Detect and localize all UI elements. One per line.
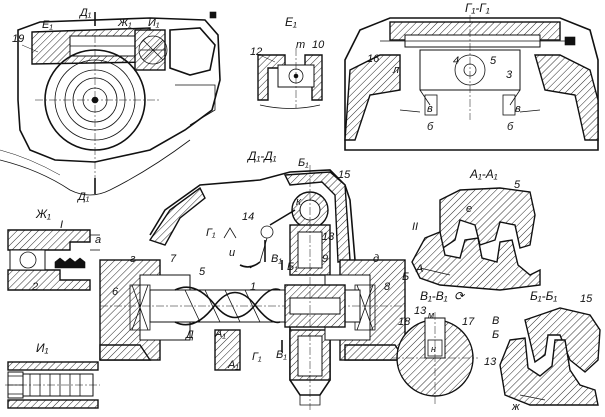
- detail-i1: И₁: [5, 341, 100, 409]
- marker-v1-top: В₁: [271, 253, 282, 265]
- label-m: м: [428, 310, 434, 320]
- label-part-16: 16: [367, 53, 380, 65]
- label-part-13: 13: [414, 305, 427, 317]
- label-part-5: 5: [199, 266, 206, 278]
- label-part-8: 8: [384, 281, 391, 293]
- label-part-5: 5: [514, 179, 521, 191]
- marker-a1-left: А₁: [214, 328, 226, 340]
- label-part-6: 6: [112, 286, 119, 298]
- label-I: I: [60, 219, 63, 231]
- label-m: m: [296, 39, 305, 51]
- section-b1: Б₁-Б₁ 15 В Б 13 ж: [484, 289, 601, 413]
- title-zh1: Ж₁: [35, 207, 51, 221]
- section-v1: В₁-В₁ ⟳ 18 13 м 17 н: [392, 289, 478, 405]
- label-b-right: б: [507, 121, 514, 133]
- title-e1: Е₁: [285, 15, 297, 29]
- label-v-right: в: [515, 103, 521, 115]
- rotate-glyph: ⟳: [454, 289, 466, 303]
- label-part-13: 13: [322, 231, 335, 243]
- label-part-1: 1: [250, 281, 256, 293]
- marker-b1-mid: Б₁: [287, 261, 298, 273]
- label-b-left: б: [427, 121, 434, 133]
- marker-a1-bottom: А₁: [227, 359, 239, 371]
- title-g1: Г₁-Г₁: [465, 1, 490, 15]
- label-D: Д: [184, 329, 194, 341]
- label-g: г: [130, 253, 136, 265]
- label-part-14: 14: [242, 211, 254, 223]
- label-part-2: 2: [31, 281, 38, 293]
- label-part-13: 13: [484, 356, 497, 368]
- label-n: н: [431, 344, 436, 354]
- label-part-5: 5: [490, 55, 497, 67]
- label-V: В: [492, 315, 499, 327]
- label-B: Б: [492, 329, 499, 341]
- label-part-4: 4: [453, 55, 459, 67]
- title-i1: И₁: [36, 341, 49, 355]
- marker-b1-top: Б₁: [298, 157, 309, 169]
- label-part-9: 9: [322, 253, 328, 265]
- label-e: е: [466, 203, 472, 215]
- detail-zh1: Ж₁ I а 2: [7, 207, 101, 293]
- detail-e1: Е₁ 12 m 10: [250, 15, 325, 109]
- marker-v1-bottom: В₁: [276, 349, 287, 361]
- label-a: а: [95, 234, 101, 246]
- marker-g1: Г₁: [206, 227, 216, 239]
- label-part-7: 7: [170, 253, 177, 265]
- label-part-17: 17: [462, 316, 475, 328]
- label-B: Б: [402, 271, 409, 283]
- marker-zh1: Ж₁: [117, 17, 132, 29]
- label-d-right: д: [373, 253, 379, 265]
- title-a1: А₁-А₁: [469, 167, 498, 181]
- main-view: 19 Е₁ Д₁ Ж₁ И₁ Д₁: [0, 7, 221, 203]
- marker-e1: Е₁: [42, 19, 53, 31]
- label-v-left: в: [427, 103, 433, 115]
- section-a1: А₁-А₁ 5 е II А Б: [402, 167, 541, 291]
- label-A: А: [415, 263, 423, 275]
- marker-i1: И₁: [148, 17, 160, 29]
- label-II: II: [412, 221, 418, 233]
- title-v1: В₁-В₁: [420, 289, 448, 303]
- label-part-3: 3: [506, 69, 513, 81]
- label-l: л: [392, 64, 399, 76]
- label-part-10: 10: [312, 39, 325, 51]
- label-part-15: 15: [338, 169, 351, 181]
- marker-d1-bottom: Д₁: [76, 191, 90, 203]
- marker-d1-top: Д₁: [78, 7, 92, 19]
- label-zh: ж: [511, 401, 520, 413]
- label-part-19: 19: [12, 33, 24, 45]
- label-part-12: 12: [250, 46, 262, 58]
- label-u: и: [229, 247, 235, 259]
- section-d1: Д₁-Д₁ Б₁: [99, 149, 407, 410]
- title-d1: Д₁-Д₁: [246, 149, 277, 163]
- label-part-18: 18: [398, 316, 411, 328]
- section-g1: Г₁-Г₁ 16 л 4 5 3 в в б б: [344, 1, 599, 151]
- label-k: к: [296, 196, 302, 208]
- label-part-15: 15: [580, 293, 593, 305]
- title-b1: Б₁-Б₁: [530, 289, 557, 303]
- marker-g1-bottom: Г₁: [252, 351, 262, 363]
